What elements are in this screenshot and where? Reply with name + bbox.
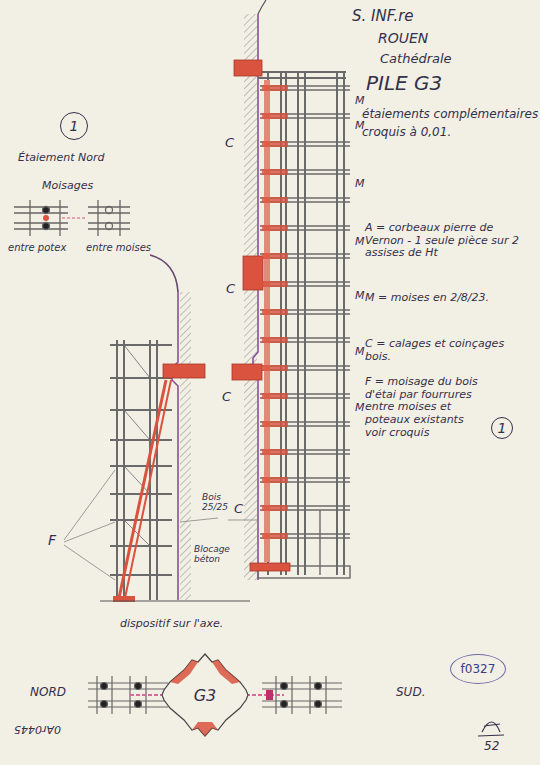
note-label: M: [355, 402, 365, 415]
note-label: Moisages: [42, 180, 93, 193]
red-wedge: [262, 477, 288, 483]
red-wedge: [262, 533, 288, 539]
note-label: Étaiement Nord: [18, 152, 105, 165]
note-label: M: [355, 95, 365, 108]
note-label: C: [225, 136, 234, 151]
note-label: Blocage béton: [194, 544, 242, 565]
red-wedge: [262, 197, 288, 203]
note-label: C: [234, 502, 243, 517]
note-label: 0Ar0445: [14, 722, 61, 735]
note-label: S. INF.re: [352, 8, 414, 25]
red-wedge: [262, 337, 288, 343]
left-red-strut: [113, 364, 205, 602]
note-label: croquis à 0,01.: [362, 126, 451, 140]
note-label: NORD: [30, 686, 66, 700]
red-wedge: [262, 85, 288, 91]
red-wedge: [262, 169, 288, 175]
note-label: A = corbeaux pierre de Vernon - 1 seule …: [365, 222, 525, 260]
note-label: C = calages et coinçages bois.: [365, 338, 525, 363]
note-label: F = moisage du bois d'étai par fourrures…: [365, 376, 487, 439]
archive-stamp: f0327: [450, 654, 506, 684]
moisage-sketch: [14, 200, 130, 236]
note-label: M: [355, 178, 365, 191]
moises: [260, 86, 350, 538]
red-wedge: [262, 141, 288, 147]
red-wedge: [262, 309, 288, 315]
note-label: C: [222, 390, 231, 405]
red-wedge: [262, 393, 288, 399]
note-label: M: [355, 290, 365, 303]
note-label: dispositif sur l'axe.: [120, 618, 223, 631]
red-wedge: [262, 365, 288, 371]
red-wedge: [262, 505, 288, 511]
pillar-name: G3: [194, 686, 217, 705]
note-label: F: [48, 532, 56, 548]
note-label: M: [355, 120, 365, 133]
red-corbels: [232, 60, 290, 571]
note-label: C: [226, 282, 235, 297]
note-label: Bois 25/25: [202, 492, 240, 513]
red-wedge: [262, 253, 288, 259]
note-label: M: [355, 236, 365, 249]
note-label: M: [355, 346, 365, 359]
red-wedge: [262, 281, 288, 287]
note-label: M = moises en 2/8/23.: [365, 292, 525, 305]
stamp-number: f0327: [461, 662, 496, 676]
note-label: entre moises: [86, 242, 151, 254]
right-scaffold: [258, 72, 350, 578]
red-wedge: [262, 113, 288, 119]
callout-circle: 1: [60, 112, 88, 140]
note-label: SUD.: [396, 686, 425, 700]
left-scaffold: [110, 340, 172, 600]
note-label: entre potex: [8, 242, 66, 254]
callout-number: 1: [70, 118, 79, 134]
callout-circle: 1: [491, 417, 513, 439]
red-wedge: [262, 421, 288, 427]
red-wedges: [262, 85, 288, 539]
note-label: Cathédrale: [380, 52, 452, 67]
note-label: 52: [484, 740, 499, 754]
leader-lines: [64, 470, 258, 601]
signature: [478, 722, 504, 736]
note-label: PILE G3: [366, 72, 442, 95]
callout-number: 1: [498, 420, 507, 436]
note-label: étaiements complémentaires: [362, 108, 538, 122]
note-label: ROUEN: [378, 30, 428, 46]
red-wedge: [262, 225, 288, 231]
pillar-plan: G3: [160, 652, 250, 738]
red-wedge: [262, 449, 288, 455]
